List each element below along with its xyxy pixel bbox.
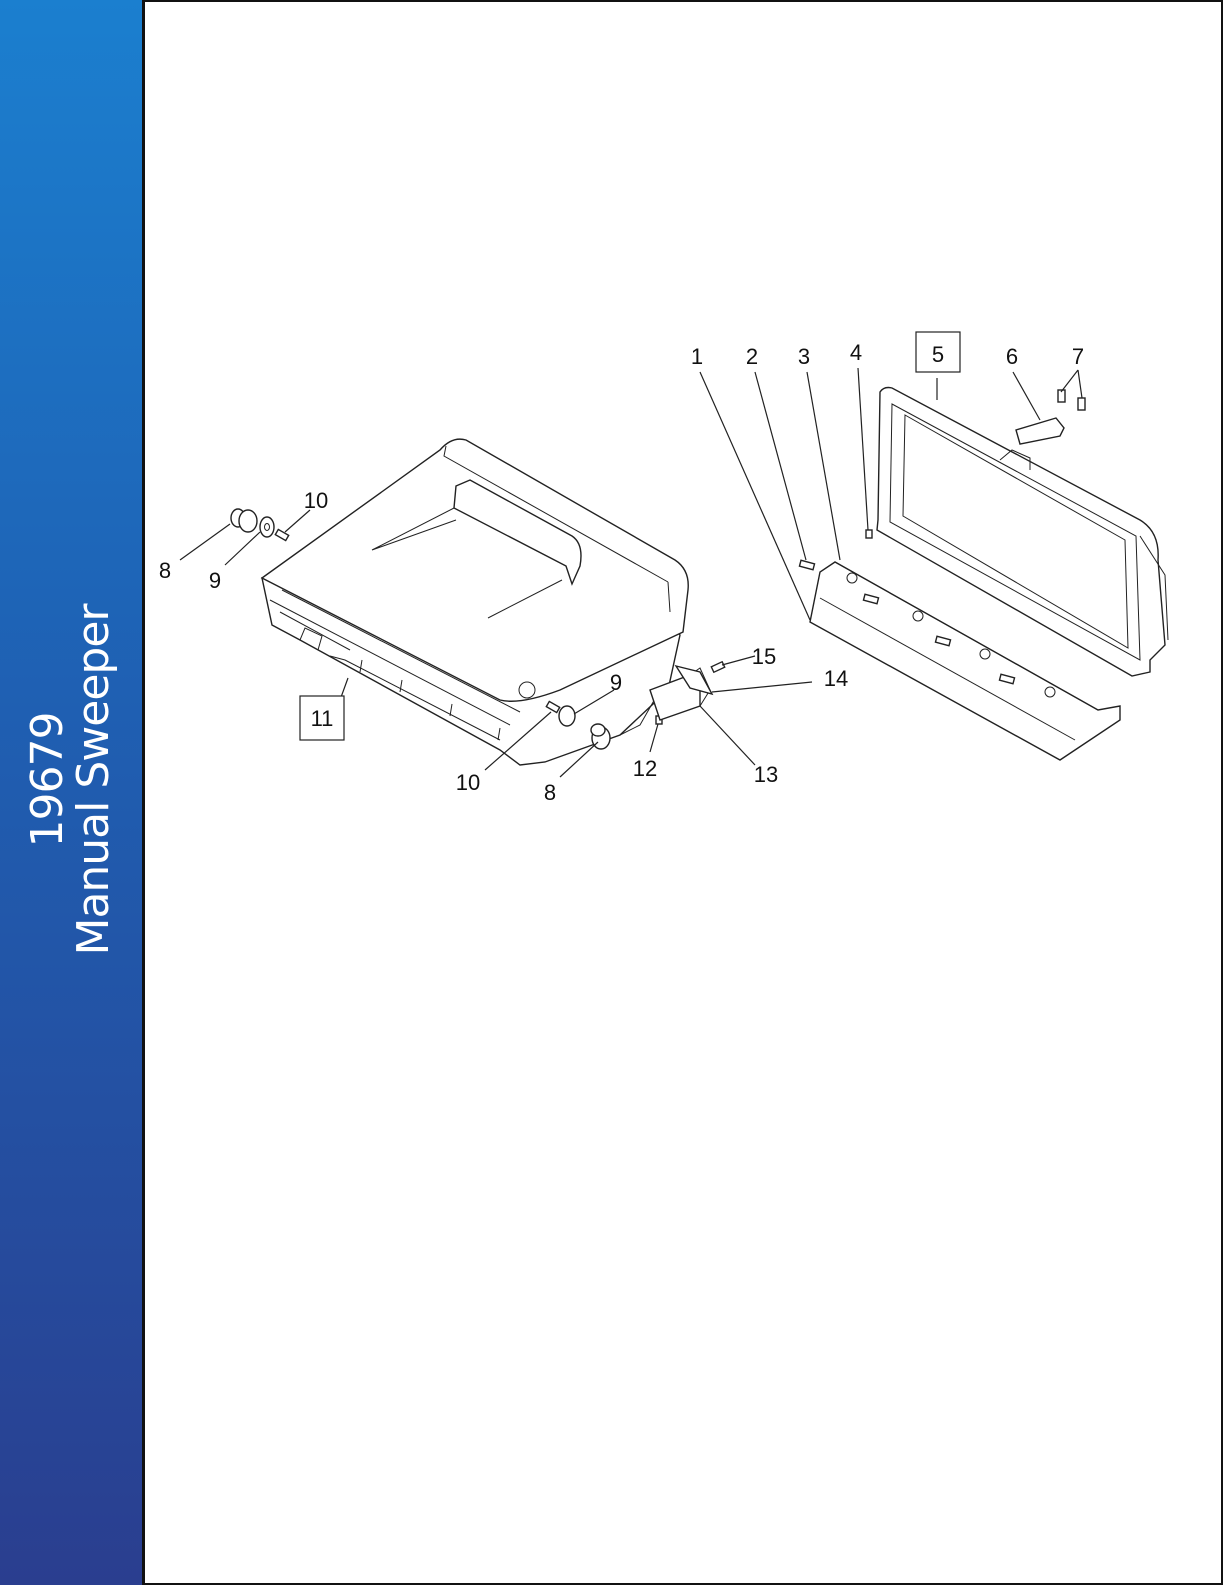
callout-14: 14	[824, 666, 848, 691]
dust-pan-assembly	[799, 388, 1168, 761]
part-9-washer-left	[260, 517, 274, 537]
callout-4: 4	[850, 340, 862, 365]
callout-7: 7	[1072, 344, 1084, 369]
callout-10-left: 10	[304, 488, 328, 513]
callout-5: 5	[932, 342, 944, 367]
callout-8-left: 8	[159, 558, 171, 583]
callout-9-left: 9	[209, 568, 221, 593]
callout-2: 2	[746, 344, 758, 369]
part-9-washer-right	[559, 706, 575, 726]
part-8-knob-left	[231, 509, 257, 532]
part-4-nut	[866, 530, 872, 538]
callout-13: 13	[754, 762, 778, 787]
part-15-screw	[711, 662, 724, 673]
part-2-screw	[799, 560, 814, 569]
callout-10-right: 10	[456, 770, 480, 795]
callout-15: 15	[752, 644, 776, 669]
callout-9-right: 9	[610, 670, 622, 695]
part-6-latch	[1016, 418, 1064, 444]
callout-6: 6	[1006, 344, 1018, 369]
callout-12: 12	[633, 756, 657, 781]
callout-8-right: 8	[544, 780, 556, 805]
callout-11: 11	[311, 706, 334, 731]
callout-1: 1	[691, 344, 703, 369]
callout-3: 3	[798, 344, 810, 369]
